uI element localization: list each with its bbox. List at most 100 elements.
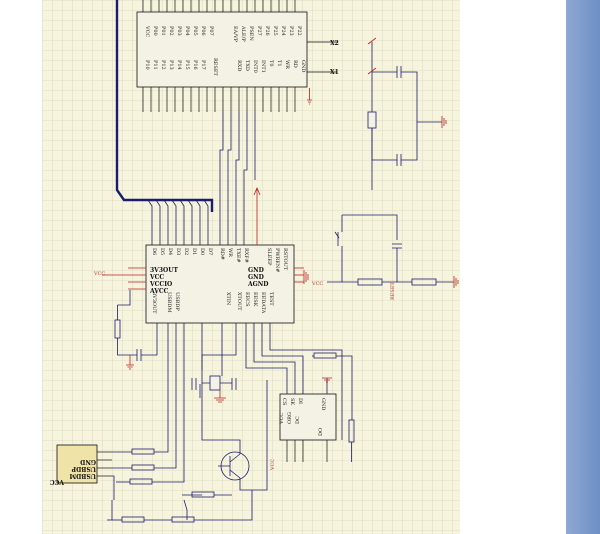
usb-pin-label: D5 — [159, 248, 165, 255]
left-resistor-cap[interactable] — [114, 290, 158, 361]
mcu-pin-label: P06 — [200, 26, 206, 36]
mcu-pin-label: T1 — [276, 60, 282, 67]
usb-chip[interactable]: D6 D5 D4 D3 D2 D1 D0 D7 RD# WR TXE# RXF#… — [93, 244, 309, 324]
reset-circuit[interactable] — [327, 214, 454, 286]
mcu-pin-label: P11 — [152, 60, 158, 70]
bus-entries — [147, 199, 209, 245]
eeprom-pin-label: DI — [297, 398, 303, 404]
mcu-crystal-pins — [307, 41, 337, 73]
usb-pin-label: AVCC — [149, 288, 169, 295]
usb-conn-label: GND — [80, 458, 96, 465]
usb-power-pins — [128, 267, 304, 290]
eeprom-pin-label: CS — [281, 398, 287, 406]
transistor[interactable] — [201, 323, 268, 491]
reset-vcc-label: VCC — [311, 281, 323, 287]
mcu-pin-label: EA/VP — [232, 26, 238, 43]
mcu-pin-label: P14 — [176, 60, 182, 70]
usb-pin-label: 3V3OUT — [150, 267, 178, 274]
ground-symbol — [307, 88, 312, 105]
net-marker — [367, 37, 377, 75]
usb-pin-label: D3 — [175, 248, 181, 255]
usb-pin-label: VCC — [149, 274, 164, 281]
usb-pin-label: VCCIO — [149, 281, 172, 288]
mcu-pin-label: P26 — [264, 26, 270, 36]
mcu-bottom-pins — [142, 87, 296, 112]
ground-symbol — [453, 276, 459, 288]
usb-pin-label: D1 — [191, 248, 197, 255]
usb-pin-label: GND — [248, 267, 264, 274]
usb-pin-label: USBDM — [166, 292, 172, 312]
mcu-pin-label: P17 — [200, 60, 206, 70]
usb-pin-label: 3V3OUT — [151, 292, 157, 314]
eeprom-pin-label: VCC — [279, 413, 285, 425]
usb-conn-label: USBDM — [69, 472, 96, 479]
eeprom-pin-label: DO — [318, 428, 324, 436]
mcu-pin-label: TXD — [244, 60, 250, 71]
mcu-pin-label: P25 — [272, 26, 278, 36]
usb-crystal[interactable] — [191, 323, 237, 398]
mcu-top-pins — [142, 0, 296, 12]
mcu-pin-label: P05 — [192, 26, 198, 36]
usb-pin-label: D4 — [167, 248, 173, 255]
eeprom-pin-label: DC — [295, 416, 301, 424]
mcu-pin-label: P00 — [152, 26, 158, 36]
usb-pin-label: GND — [248, 274, 264, 281]
schematic-sheet[interactable]: VCC P00 P01 P02 P03 P04 P05 P06 P07 EA/V… — [42, 0, 460, 534]
mcu-pin-label: RD — [292, 60, 298, 68]
mcu-pin-label: GND — [300, 60, 306, 72]
usb-pin-label: SLEEP — [266, 248, 272, 266]
bottom-left-wires — [107, 323, 253, 523]
usb-pin-label: D0 — [199, 248, 205, 255]
mcu-pin-label: INT1 — [260, 60, 266, 73]
mcu-pin-label: P12 — [160, 60, 166, 70]
mcu-pin-label: T0 — [268, 60, 274, 67]
mcu-pin-label: ALE/P — [240, 25, 246, 42]
window-sidebar — [566, 0, 600, 534]
mcu-pin-label: INT0 — [252, 60, 258, 73]
usb-pin-label: D2 — [183, 248, 189, 255]
mcu-crystal-circuit[interactable] — [367, 42, 442, 190]
eeprom-pin-label: SK — [289, 398, 295, 405]
mcu-pin-label: P10 — [144, 60, 150, 70]
mcu-pin-label: VCC — [144, 25, 150, 37]
usb-pin-label: AGND — [247, 281, 268, 288]
usb-pin-label: TEST — [268, 292, 274, 306]
mcu-x1-label: X1 — [330, 69, 339, 76]
usb-conn-label: VCC — [50, 478, 65, 485]
eeprom-wires — [245, 323, 355, 462]
ground-symbol — [126, 355, 134, 370]
usb-bottom-labels: 3V3OUT USBDM USBDP XTIN XTOUT EECS EESK … — [151, 292, 274, 314]
mcu-top-labels: VCC P00 P01 P02 P03 P04 P05 P06 P07 EA/V… — [144, 25, 302, 43]
mcu-pin-label: P03 — [176, 26, 182, 36]
mcu-pin-label: P22 — [296, 26, 302, 36]
usb-pin-label: EESK — [252, 292, 258, 307]
eeprom-pin-label: ORG — [287, 412, 293, 424]
vcc-label: VCC — [93, 271, 105, 277]
reset-label: RESET — [390, 282, 396, 300]
usb-pin-label: USBDP — [174, 292, 180, 311]
vcc-arrow-marker — [253, 186, 261, 245]
mcu-pin-label: P27 — [256, 26, 262, 36]
mcu-pin-label: P13 — [168, 60, 174, 70]
eeprom-chip[interactable]: VCC ORG DC CS SK DI GND DO VCC — [245, 323, 355, 471]
mcu-bottom-labels: P10 P11 P12 P13 P14 P15 P16 P17 RESET RX… — [144, 58, 306, 76]
usb-pin-label: TXE# — [235, 248, 241, 263]
usb-pin-label: WR — [227, 248, 233, 257]
usb-pin-label: D7 — [207, 248, 213, 255]
data-bus — [115, 0, 214, 212]
usb-conn-label: USBDP — [71, 465, 96, 472]
mcu-pin-label: P01 — [160, 26, 166, 36]
ground-symbol — [303, 270, 309, 284]
usb-pin-label: RXF# — [243, 248, 249, 263]
usb-right-labels: GND GND AGND — [247, 267, 268, 288]
usb-pin-label: XTOUT — [236, 292, 242, 311]
usb-connector[interactable]: VCC USBDM USBDP GND — [50, 444, 112, 485]
mcu-pin-label: P07 — [208, 26, 214, 36]
usb-pin-label: D6 — [151, 248, 157, 255]
mcu-chip[interactable]: VCC P00 P01 P02 P03 P04 P05 P06 P07 EA/V… — [136, 0, 339, 112]
mcu-pin-label: WR — [284, 60, 290, 69]
usb-pin-label: EECS — [244, 292, 250, 307]
ground-symbol — [214, 390, 226, 403]
usb-data-labels: D6 D5 D4 D3 D2 D1 D0 D7 RD# WR TXE# RXF#… — [151, 248, 288, 272]
mcu-pin-label: RESET — [212, 58, 218, 76]
